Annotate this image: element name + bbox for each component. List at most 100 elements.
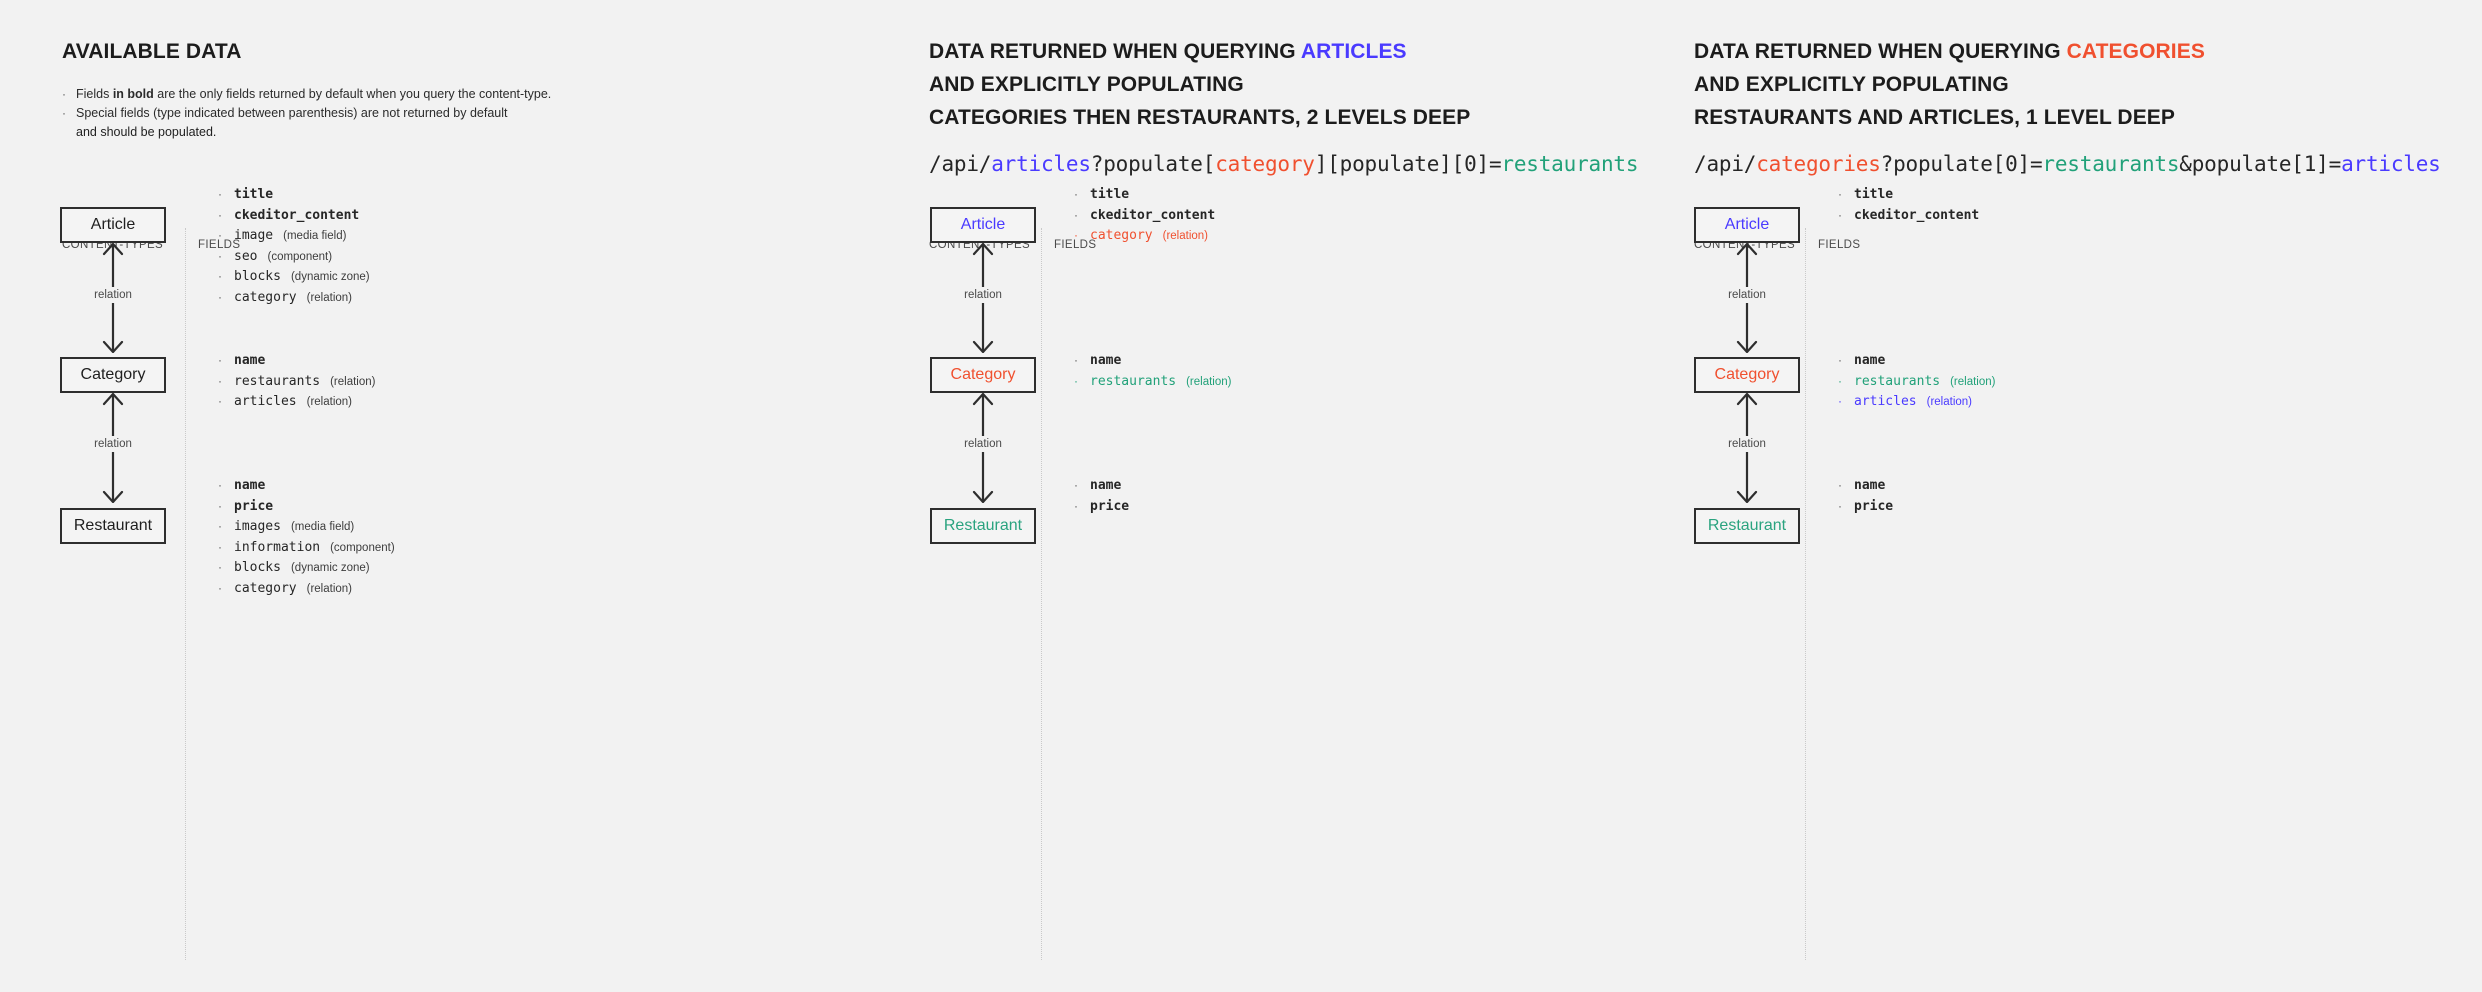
field-name: restaurants (234, 373, 321, 389)
field-name: name (234, 353, 266, 368)
field-row: · restaurants (relation) (218, 373, 375, 389)
field-row: · ckeditor_content (1838, 207, 1979, 223)
field-type: (media field) (290, 521, 355, 534)
field-name: title (1854, 187, 1894, 202)
field-group-category: · name · restaurants (relation) · articl… (1838, 352, 1995, 414)
content-type-box-restaurant[interactable]: Restaurant (60, 508, 166, 544)
column-divider (1805, 228, 1806, 960)
bullet-icon: · (218, 498, 222, 513)
field-group-restaurant: · name · price (1838, 477, 1893, 518)
field-row: · ckeditor_content (1074, 207, 1215, 223)
content-type-box-category[interactable]: Category (60, 357, 166, 393)
field-type: (dynamic zone) (290, 271, 370, 284)
field-row: · blocks (dynamic zone) (218, 268, 370, 284)
content-type-box-restaurant[interactable]: Restaurant (1694, 508, 1800, 544)
legend-note-continuation: and should be populated. (76, 125, 217, 139)
content-type-label: Article (960, 216, 1006, 233)
content-type-label: Category (1714, 366, 1780, 383)
api-url-segment: restaurants (2042, 152, 2180, 176)
field-group-article: · title · ckeditor_content · category (1074, 186, 1215, 248)
field-name: restaurants (1854, 373, 1941, 389)
field-name: name (234, 478, 266, 493)
bullet-icon: · (1074, 207, 1078, 222)
field-name: name (1090, 478, 1122, 493)
content-type-box-article[interactable]: Article (930, 207, 1036, 243)
relation-arrow-label: relation (959, 287, 1007, 303)
field-name: title (1090, 187, 1130, 202)
content-type-box-category[interactable]: Category (930, 357, 1036, 393)
heading-line: CATEGORIES THEN RESTAURANTS, 2 LEVELS DE… (929, 106, 1471, 129)
content-type-label: Restaurant (73, 517, 153, 534)
field-name: category (234, 289, 297, 305)
field-type: (dynamic zone) (290, 562, 370, 575)
field-type: (component) (330, 541, 395, 554)
field-name: category (1090, 228, 1153, 244)
relation-arrow-label: relation (89, 436, 137, 452)
field-row: · images (media field) (218, 518, 395, 534)
heading-accent: CATEGORIES (2066, 40, 2205, 63)
panel-heading: AVAILABLE DATA (62, 35, 242, 68)
content-type-box-restaurant[interactable]: Restaurant (930, 508, 1036, 544)
field-row: · title (218, 186, 370, 202)
bullet-icon: · (218, 207, 222, 222)
field-name: ckeditor_content (1854, 207, 1980, 223)
bullet-icon: · (1838, 478, 1842, 492)
field-name: price (234, 498, 274, 514)
bullet-icon: · (218, 353, 222, 367)
field-name: restaurants (1090, 373, 1177, 389)
bullet-icon: · (1838, 187, 1842, 201)
field-name: articles (234, 394, 297, 410)
bullet-icon: · (1074, 498, 1078, 513)
field-type: (relation) (306, 396, 353, 409)
field-row: · price (1838, 498, 1893, 514)
heading-line: DATA RETURNED WHEN QUERYING CATEGORIES (1694, 40, 2205, 63)
bullet-icon: · (1838, 498, 1842, 513)
api-url-segment: &populate[1]= (2179, 152, 2342, 176)
legend-note-text: Fields in bold are the only fields retur… (76, 87, 552, 101)
field-row: · information (component) (218, 539, 395, 555)
field-name: image (234, 228, 274, 244)
bullet-icon: · (1838, 394, 1842, 409)
bullet-icon: · (218, 394, 222, 409)
bullet-icon: · (1838, 207, 1842, 222)
field-name: ckeditor_content (234, 207, 360, 223)
content-type-box-category[interactable]: Category (1694, 357, 1800, 393)
field-group-article: · title · ckeditor_content · image (218, 186, 370, 310)
api-url-segment: /api/ (1694, 152, 1757, 176)
api-url[interactable]: /api/articles?populate[category][populat… (929, 152, 1638, 176)
field-group-restaurant: · name · price (1074, 477, 1129, 518)
api-url-segment: /api/ (929, 152, 992, 176)
field-name: information (234, 539, 321, 555)
api-url-segment: ?populate[0]= (1880, 152, 2043, 176)
field-row: · restaurants (relation) (1838, 373, 1995, 389)
bullet-icon: · (218, 519, 222, 534)
api-url-segment: articles (2341, 152, 2441, 176)
field-row: · name (1074, 477, 1129, 493)
content-type-box-article[interactable]: Article (60, 207, 166, 243)
content-type-box-article[interactable]: Article (1694, 207, 1800, 243)
field-row: · image (media field) (218, 227, 370, 243)
api-url-segment: categories (1756, 152, 1881, 176)
legend-note-text: Special fields (type indicated between p… (76, 106, 508, 120)
bullet-icon: · (62, 87, 66, 101)
field-name: seo (234, 248, 258, 264)
field-row: · blocks (dynamic zone) (218, 559, 395, 575)
field-row: · name (1838, 352, 1995, 368)
field-name: name (1854, 353, 1886, 368)
field-row: · restaurants (relation) (1074, 373, 1231, 389)
field-row: · articles (relation) (218, 393, 375, 409)
field-name: price (1854, 498, 1894, 514)
bullet-icon: · (218, 478, 222, 492)
field-row: · title (1838, 186, 1979, 202)
field-name: price (1090, 498, 1130, 514)
field-row: · category (relation) (218, 289, 370, 305)
relation-arrow-label: relation (959, 436, 1007, 452)
api-url[interactable]: /api/categories?populate[0]=restaurants&… (1694, 152, 2441, 176)
field-type: (relation) (306, 582, 353, 595)
field-type: (relation) (330, 375, 376, 388)
bullet-icon: · (218, 228, 222, 243)
api-url-segment: ][populate][0]= (1314, 152, 1502, 176)
bullet-icon: · (218, 289, 222, 304)
